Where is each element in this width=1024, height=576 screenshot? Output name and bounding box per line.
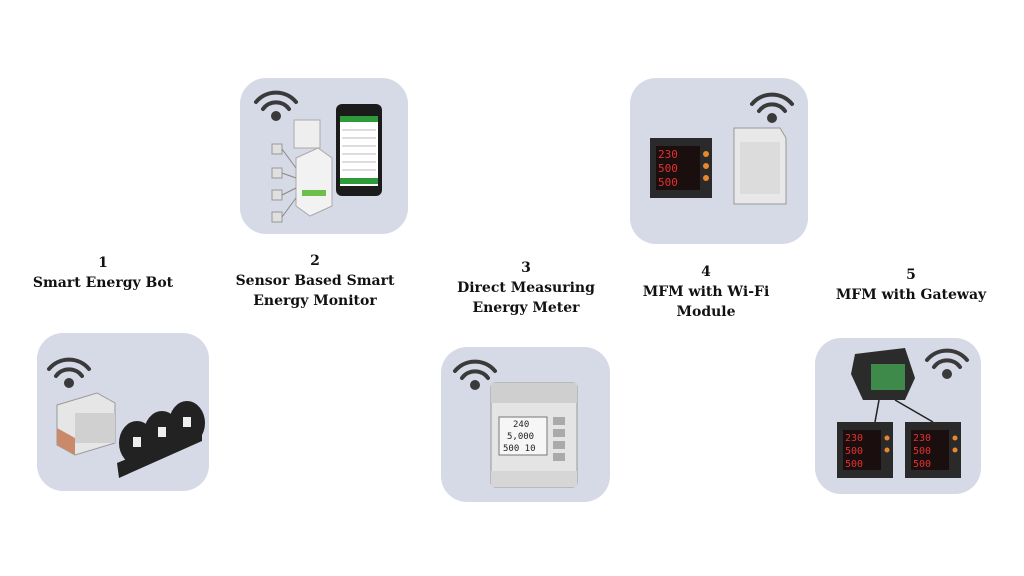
wifi-icon (254, 90, 298, 121)
svg-text:500 10: 500 10 (503, 444, 536, 454)
product-card-mfm-gateway: 230 500 500 230 500 500 (815, 338, 981, 494)
sensor-monitor-phone-icon (254, 90, 382, 223)
product-name: MFM with Wi-Fi Module (642, 284, 770, 320)
energy-bot-device-icon (47, 357, 205, 478)
svg-text:500: 500 (845, 446, 863, 457)
wifi-icon (453, 359, 497, 390)
product-name: Smart Energy Bot (32, 275, 174, 291)
product-number: 4 (701, 264, 711, 280)
svg-text:500: 500 (913, 459, 931, 470)
mfm-gateway-icon: 230 500 500 230 500 500 (837, 348, 969, 478)
product-label-1: 1 Smart Energy Bot (20, 253, 186, 293)
product-card-direct-meter: 240 5,000 500 10 (441, 347, 610, 502)
product-number: 2 (310, 253, 320, 269)
product-number: 3 (521, 260, 531, 276)
svg-text:500: 500 (845, 459, 863, 470)
product-number: 1 (98, 255, 108, 271)
svg-text:500: 500 (913, 446, 931, 457)
product-name: MFM with Gateway (835, 287, 987, 303)
product-name: Direct Measuring Energy Meter (457, 280, 595, 316)
wifi-icon (925, 348, 969, 379)
product-name: Sensor Based Smart Energy Monitor (235, 273, 395, 309)
product-label-4: 4 MFM with Wi-Fi Module (622, 262, 790, 322)
svg-text:230: 230 (658, 148, 678, 161)
svg-text:230: 230 (913, 433, 931, 444)
svg-text:500: 500 (658, 162, 678, 175)
product-card-sensor-monitor (240, 78, 408, 234)
product-card-smart-energy-bot (37, 333, 209, 491)
svg-text:5,000: 5,000 (507, 432, 534, 442)
wifi-icon (750, 92, 794, 123)
svg-text:240: 240 (513, 420, 529, 430)
product-number: 5 (906, 267, 916, 283)
din-rail-meter-icon: 240 5,000 500 10 (453, 359, 578, 488)
svg-text:500: 500 (658, 176, 678, 189)
wifi-icon (47, 357, 91, 388)
product-label-2: 2 Sensor Based Smart Energy Monitor (225, 251, 405, 311)
product-label-5: 5 MFM with Gateway (822, 265, 1000, 305)
svg-text:230: 230 (845, 433, 863, 444)
product-label-3: 3 Direct Measuring Energy Meter (440, 258, 612, 318)
